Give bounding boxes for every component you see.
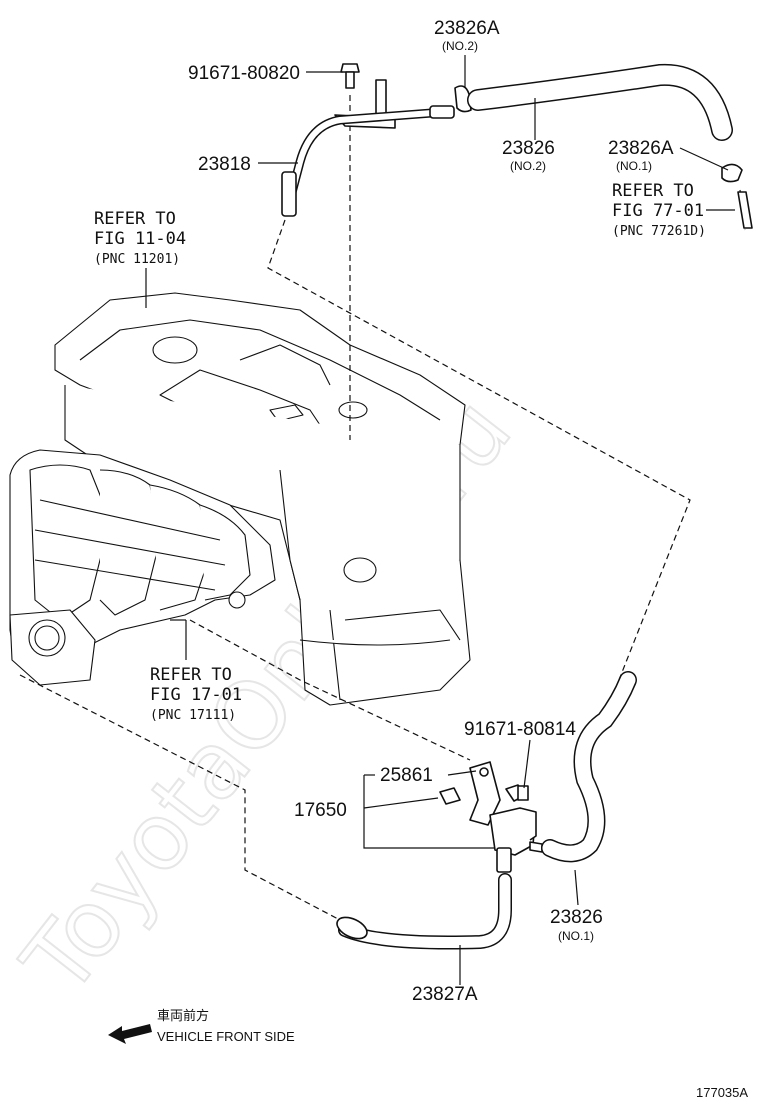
label-23826A-top: 23826A (434, 18, 500, 39)
clamp-23826A-right (721, 163, 743, 183)
label-23818: 23818 (198, 154, 251, 175)
hose-23826-top (467, 63, 733, 141)
pipe-23827A (336, 873, 512, 950)
label-23827A: 23827A (412, 984, 478, 1005)
arrow-left-icon (108, 1024, 152, 1044)
leader-lines (145, 55, 729, 985)
ref-77-01-line1: REFER TO (612, 181, 694, 201)
figure-id: 177035A (696, 1085, 748, 1100)
label-25861: 25861 (380, 765, 433, 786)
label-23826-top-sub: (NO.2) (510, 159, 546, 173)
label-91671-80820: 91671-80820 (188, 63, 300, 84)
vehicle-front-indicator: 車両前方 VEHICLE FRONT SIDE (108, 1008, 295, 1044)
clamp-23826A-top (454, 85, 472, 113)
hose-23826-bottom (541, 671, 637, 863)
label-23826A-top-sub: (NO.2) (442, 39, 478, 53)
label-23826-bottom-sub: (NO.1) (558, 929, 594, 943)
ref-17-01-line3: (PNC 17111) (150, 708, 236, 723)
ref-11-04-line3: (PNC 11201) (94, 252, 180, 267)
pipe-23818 (281, 79, 455, 217)
bolt-91671-80820 (340, 63, 360, 89)
intake-manifold (9, 449, 276, 686)
ref-11-04-line1: REFER TO (94, 209, 176, 229)
label-23826A-right-sub: (NO.1) (616, 159, 652, 173)
pipe-77-01 (737, 191, 753, 229)
ref-77-01-line3: (PNC 77261D) (612, 224, 706, 239)
label-23826A-right: 23826A (608, 138, 674, 159)
bolt-17650-side (439, 787, 461, 805)
label-23826-bottom: 23826 (550, 907, 603, 928)
label-17650: 17650 (294, 800, 347, 821)
engine-assembly (54, 292, 471, 706)
ref-77-01-line2: FIG 77-01 (612, 201, 704, 221)
ref-17-01-line1: REFER TO (150, 665, 232, 685)
vsv-body (489, 807, 543, 873)
label-91671-80814: 91671-80814 (464, 719, 576, 740)
ref-17-01-line2: FIG 17-01 (150, 685, 242, 705)
label-23826-top: 23826 (502, 138, 555, 159)
bracket-25861 (469, 761, 501, 826)
bolt-91671-80814 (505, 784, 529, 802)
direction-english: VEHICLE FRONT SIDE (157, 1029, 295, 1044)
direction-japanese: 車両前方 (157, 1008, 209, 1023)
ref-11-04-line2: FIG 11-04 (94, 229, 186, 249)
